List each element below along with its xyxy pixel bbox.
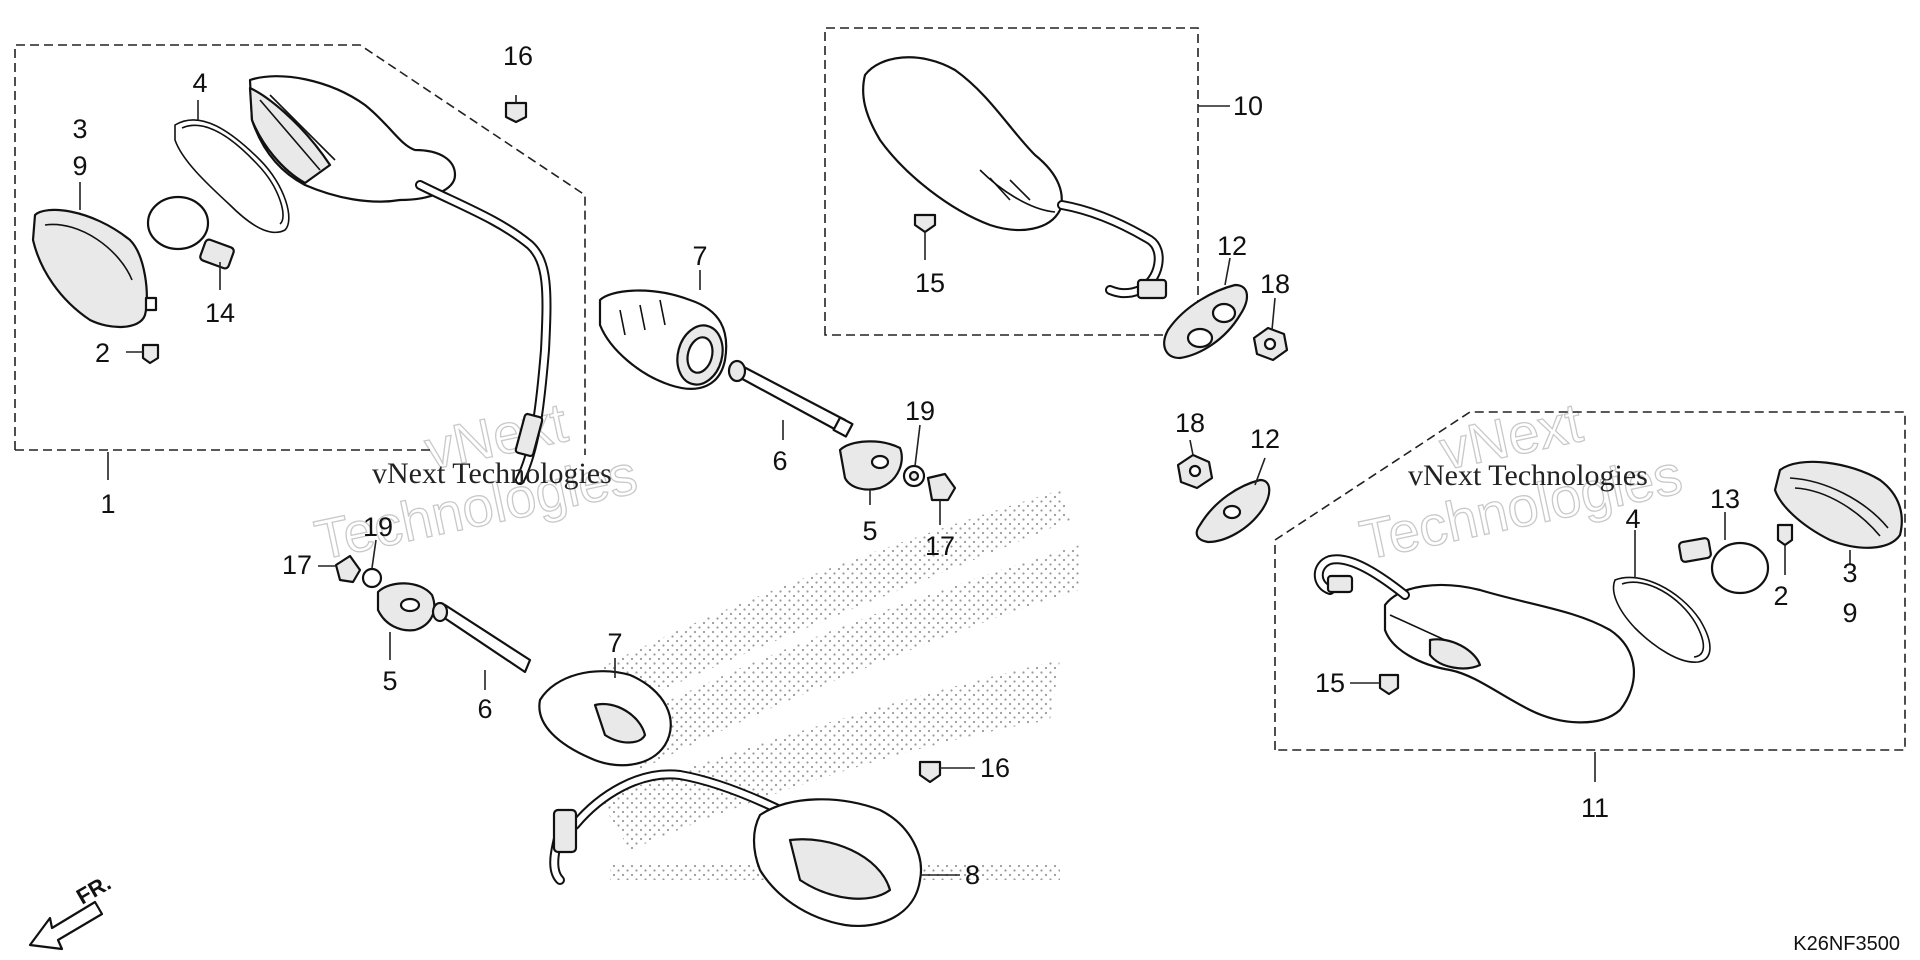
lens: [31, 208, 148, 329]
screw: [1776, 523, 1794, 547]
callout-5: 5: [382, 666, 397, 696]
callout-2: 2: [95, 338, 110, 368]
callout-19: 19: [905, 396, 935, 426]
callout-15: 15: [1315, 668, 1345, 698]
group-11-dashed-box: [1274, 411, 1906, 751]
callout-5: 5: [862, 516, 877, 546]
callout-9: 9: [1842, 598, 1857, 628]
bracket: [838, 440, 903, 491]
watermark: vNext Technologies vNext Technologies: [372, 457, 1648, 492]
callout-4: 4: [1625, 504, 1640, 534]
callout-3: 3: [1842, 558, 1857, 588]
callout-17: 17: [925, 531, 955, 561]
callout-10: 10: [1233, 91, 1263, 121]
callout-14: 14: [205, 298, 235, 328]
callout-15: 15: [915, 268, 945, 298]
washer: [361, 567, 383, 589]
watermark-text-left: vNext Technologies: [372, 457, 612, 490]
turn-signal-housing-rear: [862, 56, 1063, 232]
assembly-11: [1274, 411, 1906, 782]
callout-18: 18: [1260, 269, 1290, 299]
callout-6: 6: [772, 446, 787, 476]
group-1-dashed-box: [14, 44, 586, 455]
screw: [913, 213, 937, 234]
cap-nut: [926, 472, 957, 502]
callout-16: 16: [503, 41, 533, 71]
cap-nut: [334, 554, 362, 584]
callout-12: 12: [1217, 231, 1247, 261]
callout-4: 4: [192, 68, 207, 98]
callout-labels: 1 2 2 3 3 4 4 5 5 6 6 7 7 8 9 9 10 11 12…: [72, 41, 1857, 890]
stipple-background: [560, 490, 1080, 880]
gasket: [174, 119, 290, 234]
callout-16: 16: [980, 753, 1010, 783]
callout-7: 7: [607, 628, 622, 658]
bulb: [146, 195, 210, 251]
callout-6: 6: [477, 694, 492, 724]
lens: [1773, 460, 1903, 549]
turn-signal-housing-rear-right: [1383, 583, 1636, 724]
callout-9: 9: [72, 151, 87, 181]
callout-7: 7: [692, 241, 707, 271]
upper-center-parts: [598, 289, 957, 502]
upper-plate-nut: [1163, 283, 1289, 362]
diagram-code: K26NF3500: [1793, 933, 1900, 955]
callout-2: 2: [1773, 581, 1788, 611]
callout-8: 8: [965, 860, 980, 890]
watermark-text-right: vNext Technologies: [1408, 459, 1648, 492]
callout-3: 3: [72, 114, 87, 144]
lower-plate-nut: [1176, 453, 1271, 544]
front-marker-label: FR.: [72, 870, 115, 909]
assembly-10: [824, 27, 1230, 336]
bulb: [1710, 541, 1770, 595]
callout-13: 13: [1710, 484, 1740, 514]
callout-17: 17: [282, 550, 312, 580]
callout-18: 18: [1175, 408, 1205, 438]
front-arrow-icon: FR.: [28, 870, 115, 951]
bolt: [733, 363, 847, 434]
screw: [504, 101, 528, 124]
gasket: [1612, 576, 1711, 663]
callout-12: 12: [1250, 424, 1280, 454]
screw: [918, 760, 942, 784]
screw: [1378, 673, 1400, 696]
assembly-1: [14, 44, 586, 485]
callout-11: 11: [1581, 793, 1609, 823]
callout-1: 1: [100, 489, 115, 519]
bolt: [438, 603, 532, 674]
callout-19: 19: [363, 512, 393, 542]
screw: [141, 343, 160, 365]
lower-center-parts: [334, 554, 942, 927]
group-10-dashed-box: [824, 27, 1199, 336]
